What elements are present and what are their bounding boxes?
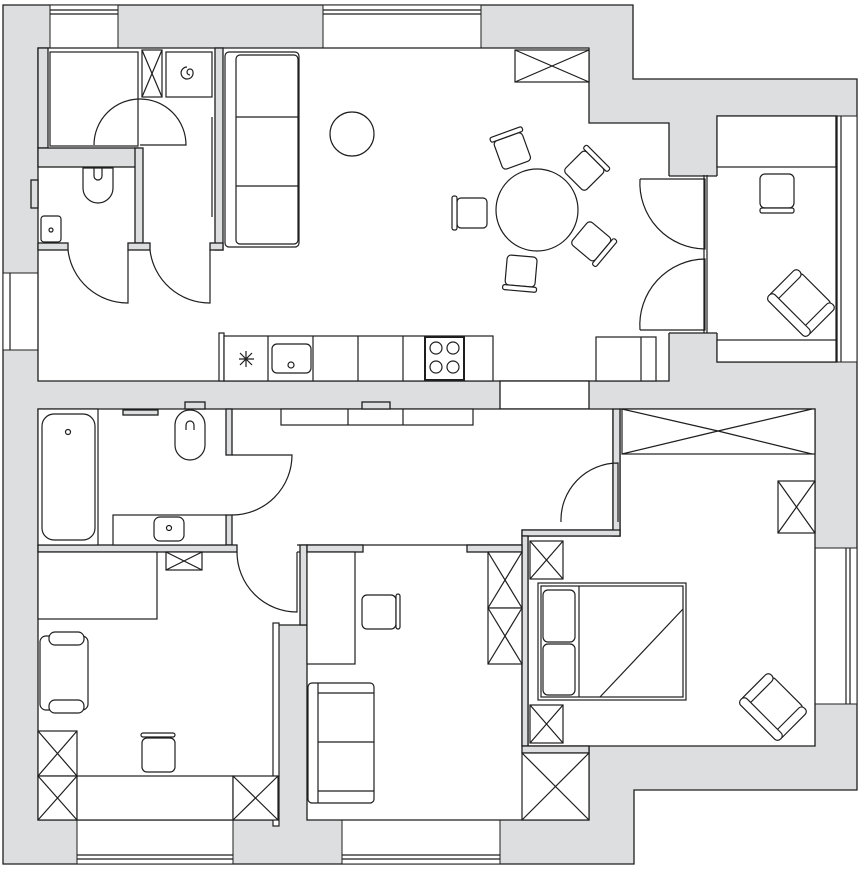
sofa (224, 51, 300, 248)
armchair (766, 269, 835, 338)
window-bottom-left (76, 819, 234, 865)
dining-chair (571, 221, 618, 268)
dining-chair (564, 144, 611, 191)
wing-desk (716, 115, 837, 168)
desk-chair (361, 593, 401, 630)
bathtub (37, 408, 99, 546)
desk (306, 551, 356, 665)
cabinet-x (141, 49, 163, 98)
asterisk-icon (239, 351, 254, 367)
window-left (2, 272, 39, 351)
boiler-spiral-icon (180, 66, 194, 80)
double-bed (537, 582, 687, 701)
hall-wardrobe (280, 408, 474, 426)
dining-chair (489, 126, 532, 170)
cabinet-x (521, 752, 590, 821)
stove (424, 336, 465, 381)
radiator (184, 401, 206, 410)
door-swing-bedroom (560, 462, 619, 523)
toilet (82, 167, 114, 204)
wardrobe-x (487, 551, 523, 665)
nightstand (529, 540, 564, 580)
windows (2, 4, 858, 865)
cabinet-x (777, 480, 816, 534)
kitchen-sink (271, 343, 312, 374)
wing-doorway (668, 176, 718, 333)
toilet (174, 409, 206, 461)
nightstand (529, 704, 564, 744)
desk-chair (759, 173, 795, 214)
door-swing-closet (149, 249, 211, 304)
storage-room (49, 51, 139, 147)
window-top-center (322, 4, 482, 49)
desk-chair (140, 732, 176, 773)
cabinet-x (37, 730, 78, 777)
radiator (361, 401, 391, 410)
armchair (738, 673, 807, 742)
sofa (307, 682, 375, 804)
window-bedroom (814, 547, 858, 705)
dining-chair (501, 254, 538, 293)
wash-basin (40, 215, 62, 243)
living-hall-opening (499, 380, 590, 410)
pillow (542, 643, 576, 696)
door-swing-wing-bottom (639, 258, 706, 331)
wing-shelf (716, 339, 837, 363)
door-swing-left-room (236, 551, 298, 613)
cabinet-x (514, 49, 590, 83)
kitchen-counter (218, 332, 494, 382)
cabinet-x (232, 775, 279, 821)
pillow (542, 589, 576, 643)
bathroom-sink (112, 514, 227, 546)
cabinet-x (165, 551, 203, 571)
cabinet-x (37, 775, 78, 821)
sofa (39, 631, 89, 714)
bedroom-wardrobe (621, 408, 816, 455)
door-swing-storage (93, 98, 187, 146)
radiator (122, 409, 159, 416)
window-wing (835, 115, 858, 363)
dining-table (495, 168, 579, 252)
window-bottom-middle (341, 819, 501, 865)
door-swing-wc (67, 249, 129, 304)
door-swing-wing-top (639, 178, 706, 250)
wall-shelf (272, 622, 280, 827)
desk (76, 775, 234, 821)
kitchen-cabinet (595, 336, 657, 382)
door-swing-bathroom (231, 454, 293, 516)
shelf (37, 551, 158, 620)
window-top-left (49, 4, 119, 49)
round-side-table (329, 111, 375, 157)
dining-chair (451, 195, 488, 231)
